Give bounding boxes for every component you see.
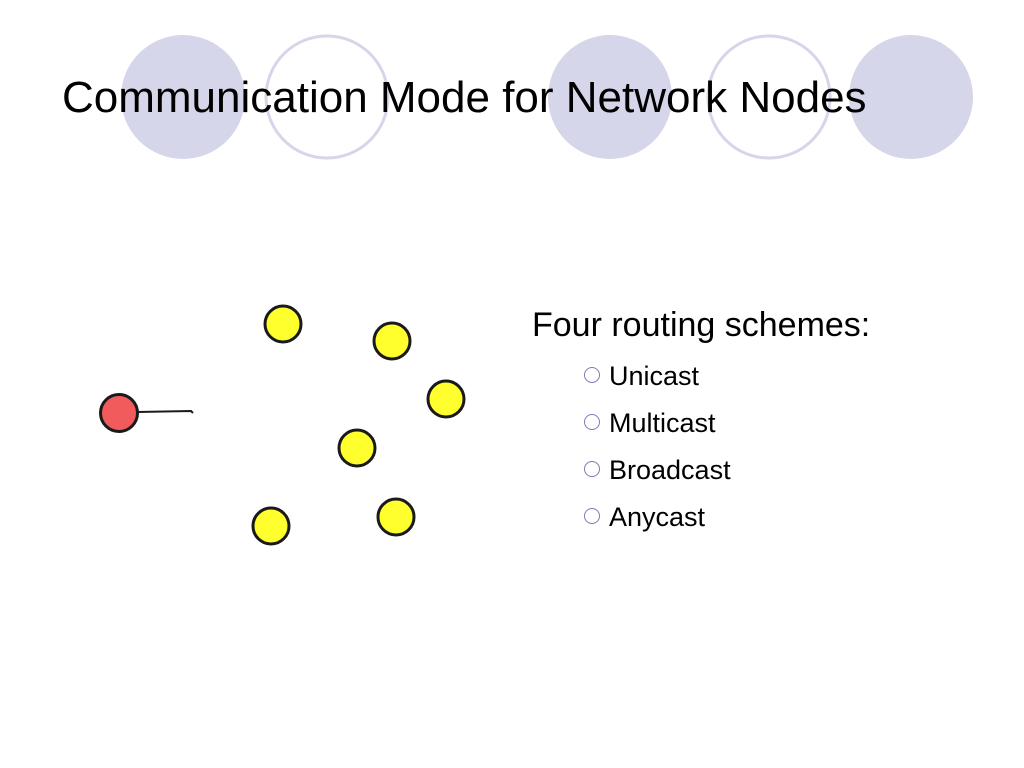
receiver-node [426, 379, 466, 419]
decor-circle-filled [121, 35, 245, 159]
decor-circle-filled [849, 35, 973, 159]
receiver-node [372, 321, 412, 361]
source-node [99, 393, 139, 433]
network-diagram [99, 304, 466, 546]
slide-title: Communication Mode for Network Nodes [62, 73, 867, 122]
receiver-node [337, 428, 377, 468]
hollow-circle-bullet-icon [584, 413, 600, 430]
list-item: Unicast [584, 353, 870, 400]
decor-circle-outline [706, 34, 832, 160]
routing-schemes-list: Unicast Multicast Broadcast Anycast [532, 353, 870, 541]
hollow-circle-bullet-icon [584, 507, 600, 524]
receiver-node [251, 506, 291, 546]
source-link-line [136, 409, 194, 414]
list-item: Anycast [584, 494, 870, 541]
receiver-node [376, 497, 416, 537]
bullet-label: Multicast [609, 408, 716, 438]
bullet-label: Broadcast [609, 455, 731, 485]
list-item: Broadcast [584, 447, 870, 494]
decorative-header-circles [121, 34, 973, 160]
receiver-node [263, 304, 303, 344]
hollow-circle-bullet-icon [584, 460, 600, 477]
decor-circle-outline [264, 34, 390, 160]
hollow-circle-bullet-icon [584, 366, 600, 383]
list-item: Multicast [584, 400, 870, 447]
bullet-label: Anycast [609, 502, 706, 532]
routing-schemes-block: Four routing schemes: Unicast Multicast … [532, 303, 870, 541]
decor-circle-filled [548, 35, 672, 159]
bullet-label: Unicast [609, 361, 700, 391]
routing-schemes-heading: Four routing schemes: [532, 306, 871, 344]
